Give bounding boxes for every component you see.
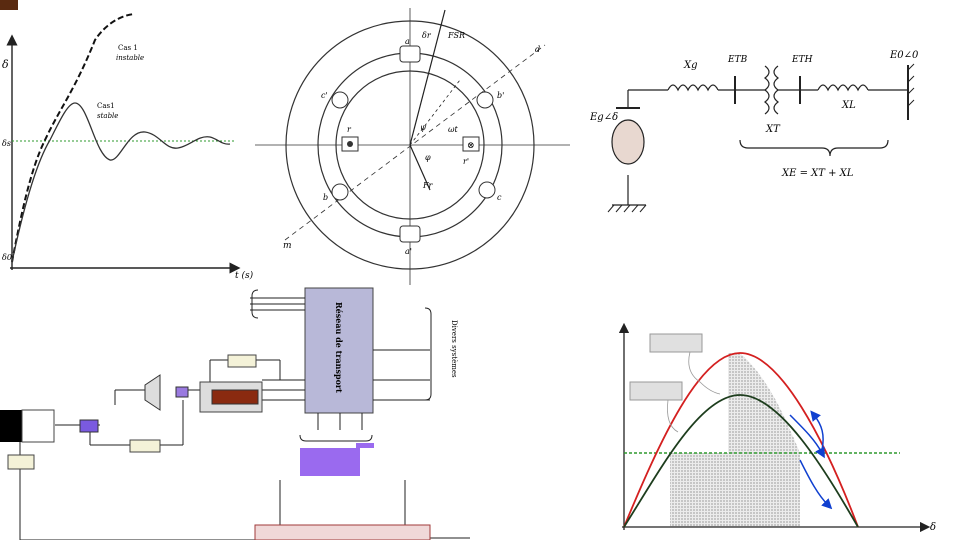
swing-curve-panel: δ δs δ0 t (s) Cas 1 instable Cas1 stable: [0, 0, 260, 290]
prefault-leader: [688, 351, 721, 395]
y-axis-label: δ: [2, 58, 9, 71]
exciter-block: [227, 354, 257, 368]
label-c: c: [497, 193, 502, 202]
power-system-panel: Réseau de transport: [0, 280, 480, 541]
x-axis-label: t (s): [235, 270, 254, 281]
label-psi: ψ: [420, 123, 427, 132]
stable-case-sub: stable: [97, 112, 118, 120]
rotor-conductor-r-prime: [462, 136, 480, 152]
power-angle-panel: δ: [600, 320, 960, 540]
fsr-vector: [409, 9, 446, 146]
transformer-secondary: [773, 65, 779, 115]
turbine-icon: [144, 374, 161, 411]
control-center-block: [254, 524, 431, 541]
xg-label: Xg: [683, 60, 698, 71]
label-a-prime: a': [405, 247, 412, 256]
label-c-prime: c': [321, 91, 328, 100]
swing-arrow-lower: [799, 459, 833, 510]
load-tab: [356, 443, 374, 448]
machine-section-svg: ⊗ a a' c' b' b c r r' d m ωt ψ φ δr FSR …: [255, 8, 570, 285]
etb-label: ETB: [727, 55, 748, 65]
network-title: Réseau de transport: [334, 302, 344, 393]
label-a: a: [405, 37, 410, 46]
xg-inductor: [667, 84, 719, 92]
ground-hatch: [607, 63, 915, 213]
unstable-curve: [11, 13, 136, 263]
generator-rotor: [211, 389, 259, 405]
postfault-leader: [667, 399, 679, 433]
postfault-curve: [623, 394, 859, 528]
swing-curve-svg: δ δs δ0 t (s) Cas 1 instable Cas1 stable: [2, 13, 254, 281]
label-b: b: [323, 193, 328, 202]
label-r: r: [347, 125, 352, 134]
machine-section-panel: ⊗ a a' c' b' b c r r' d m ωt ψ φ δr FSR …: [255, 0, 575, 285]
label-phi: φ: [425, 153, 431, 162]
equivalent-circuit-panel: Eg∠δ Xg ETB ETH XT XL E0∠0 XE = XT + XL: [589, 20, 960, 230]
source-label: Eg∠δ: [590, 112, 618, 123]
xe-brace: [739, 139, 889, 157]
xl-label: XL: [841, 100, 856, 111]
network-block: [304, 287, 374, 414]
xt-label: XT: [765, 124, 781, 135]
swing-arrow-up: [810, 410, 824, 451]
stator-slots: [331, 45, 496, 243]
loads-label: Divers systèmes: [450, 320, 458, 378]
xe-equation: XE = XT + XL: [781, 168, 854, 179]
m-axis: [284, 44, 546, 241]
coupling-block: [175, 386, 189, 398]
unstable-case-sub: instable: [116, 54, 144, 62]
label-b-prime: b': [497, 91, 504, 100]
x-axis-label: δ: [930, 522, 936, 533]
controller-block: [7, 454, 35, 470]
governor-valve: [79, 419, 99, 433]
label-fr: Fr: [422, 181, 434, 190]
corner-mark: [0, 0, 18, 10]
label-delta-r: δr: [422, 31, 432, 40]
stable-case-title: Cas1: [97, 102, 115, 110]
power-system-svg: Réseau de transport: [0, 287, 470, 541]
label-d-axis: d: [535, 45, 540, 54]
prefault-callout: [649, 333, 703, 353]
acceleration-area: [670, 453, 728, 527]
label-wt: ωt: [448, 125, 459, 134]
eth-label: ETH: [791, 55, 813, 65]
boiler-block: [21, 409, 55, 443]
label-fsr: FSR: [447, 31, 465, 40]
swing-arrow-down: [789, 414, 825, 459]
transformer-primary: [764, 65, 770, 115]
label-m-axis: m: [283, 241, 292, 251]
generator-icon: [611, 119, 645, 165]
d-axis-line: [409, 79, 461, 146]
load-block: [300, 448, 360, 476]
delta-s-label: δs: [2, 139, 11, 148]
delta-0-label: δ0: [2, 253, 12, 262]
power-angle-svg: δ: [618, 322, 936, 533]
xl-inductor: [817, 84, 869, 92]
dot-icon: [347, 141, 353, 147]
boiler-black: [0, 410, 22, 442]
infinite-bus-label: E0∠0: [889, 50, 919, 61]
postfault-callout: [629, 381, 683, 401]
fr-vector: [409, 144, 431, 191]
cross-icon: ⊗: [467, 141, 475, 151]
deceleration-area: [728, 353, 800, 527]
label-r-prime: r': [463, 157, 469, 166]
stable-curve: [11, 102, 231, 263]
unstable-case-title: Cas 1: [118, 44, 138, 52]
governor-block: [129, 439, 161, 453]
equivalent-circuit-svg: Eg∠δ Xg ETB ETH XT XL E0∠0 XE = XT + XL: [589, 50, 919, 213]
